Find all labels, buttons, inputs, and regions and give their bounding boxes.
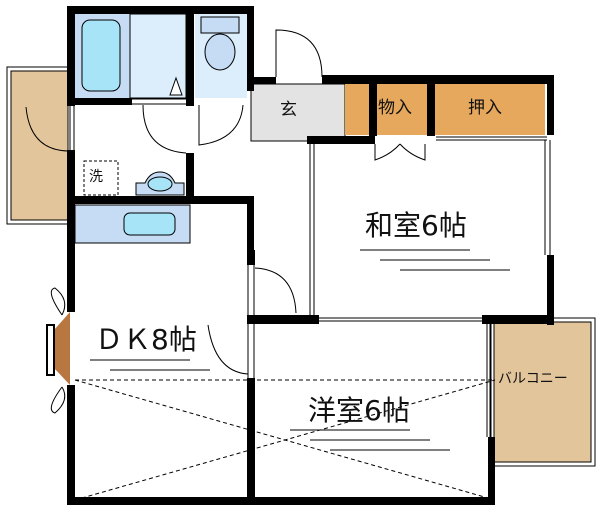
sliding-doors <box>69 98 551 437</box>
toilet-icon <box>204 33 236 71</box>
walls <box>67 6 554 505</box>
oshiire-label: 押入 <box>468 98 502 118</box>
sink-icon <box>123 212 176 236</box>
genkan-label: 玄 <box>280 100 297 120</box>
toilet-room <box>195 14 247 98</box>
yoshitsu-label: 洋室6帖 <box>308 394 410 427</box>
balcony-label: バルコニー <box>498 371 568 387</box>
dashed-lines <box>74 379 496 501</box>
bay-window <box>54 312 70 385</box>
bathroom <box>75 13 187 99</box>
right-balcony <box>489 317 596 467</box>
washer-label: 洗 <box>89 169 103 185</box>
door-swings <box>25 29 426 414</box>
left-balcony <box>6 66 69 225</box>
tatami-underlines <box>90 249 510 451</box>
dk-label: ＤＫ8帖 <box>95 323 197 356</box>
monoire-label: 物入 <box>378 98 412 118</box>
washitsu-label: 和室6帖 <box>365 209 467 242</box>
bathtub-icon <box>81 19 121 92</box>
entrance-floor <box>250 83 346 142</box>
washer-space <box>83 160 119 196</box>
storage-area <box>345 84 545 135</box>
